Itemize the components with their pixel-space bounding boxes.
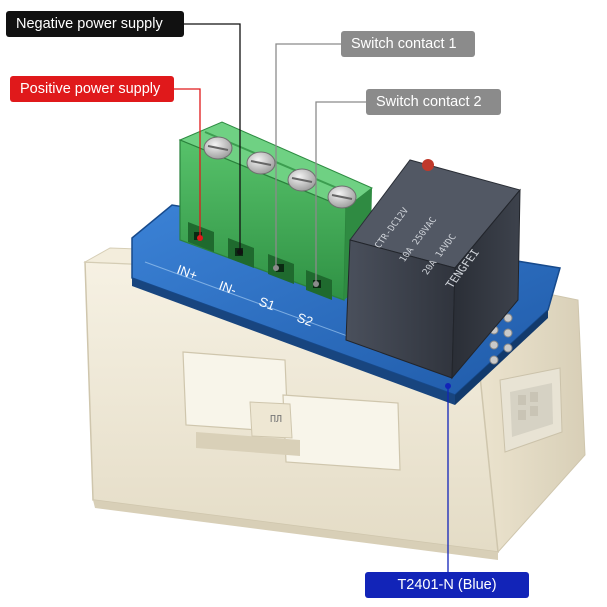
pin-label-s2: S2 [295, 310, 315, 330]
relay: TENGFEI CTR-DC12V 10A 250VAC 20A 14VDC [345, 159, 521, 380]
terminal-screws [203, 136, 357, 209]
pin-header [489, 313, 513, 365]
leader-switch2 [315, 101, 366, 282]
leader-switch1 [275, 43, 341, 266]
leader-dots [197, 235, 451, 389]
switch-contact-1-label: Switch contact 1 [341, 31, 475, 57]
switch-contact-2-label: Switch contact 2 [366, 89, 501, 115]
pin-labels: IN+ IN- S1 S2 [175, 262, 315, 330]
negative-power-supply-label: Negative power supply [6, 11, 184, 37]
leader-positive [174, 88, 201, 236]
pin-label-in-plus: IN+ [175, 262, 199, 283]
svg-text:ПЛ: ПЛ [270, 414, 282, 425]
positive-power-supply-label: Positive power supply [10, 76, 174, 102]
leader-negative [184, 23, 241, 250]
pin-label-s1: S1 [257, 294, 277, 314]
pin-label-in-minus: IN- [217, 278, 238, 298]
model-label: T2401-N (Blue) [365, 572, 529, 598]
housing: ПЛ [83, 247, 586, 560]
callout-leader-lines [174, 23, 449, 572]
